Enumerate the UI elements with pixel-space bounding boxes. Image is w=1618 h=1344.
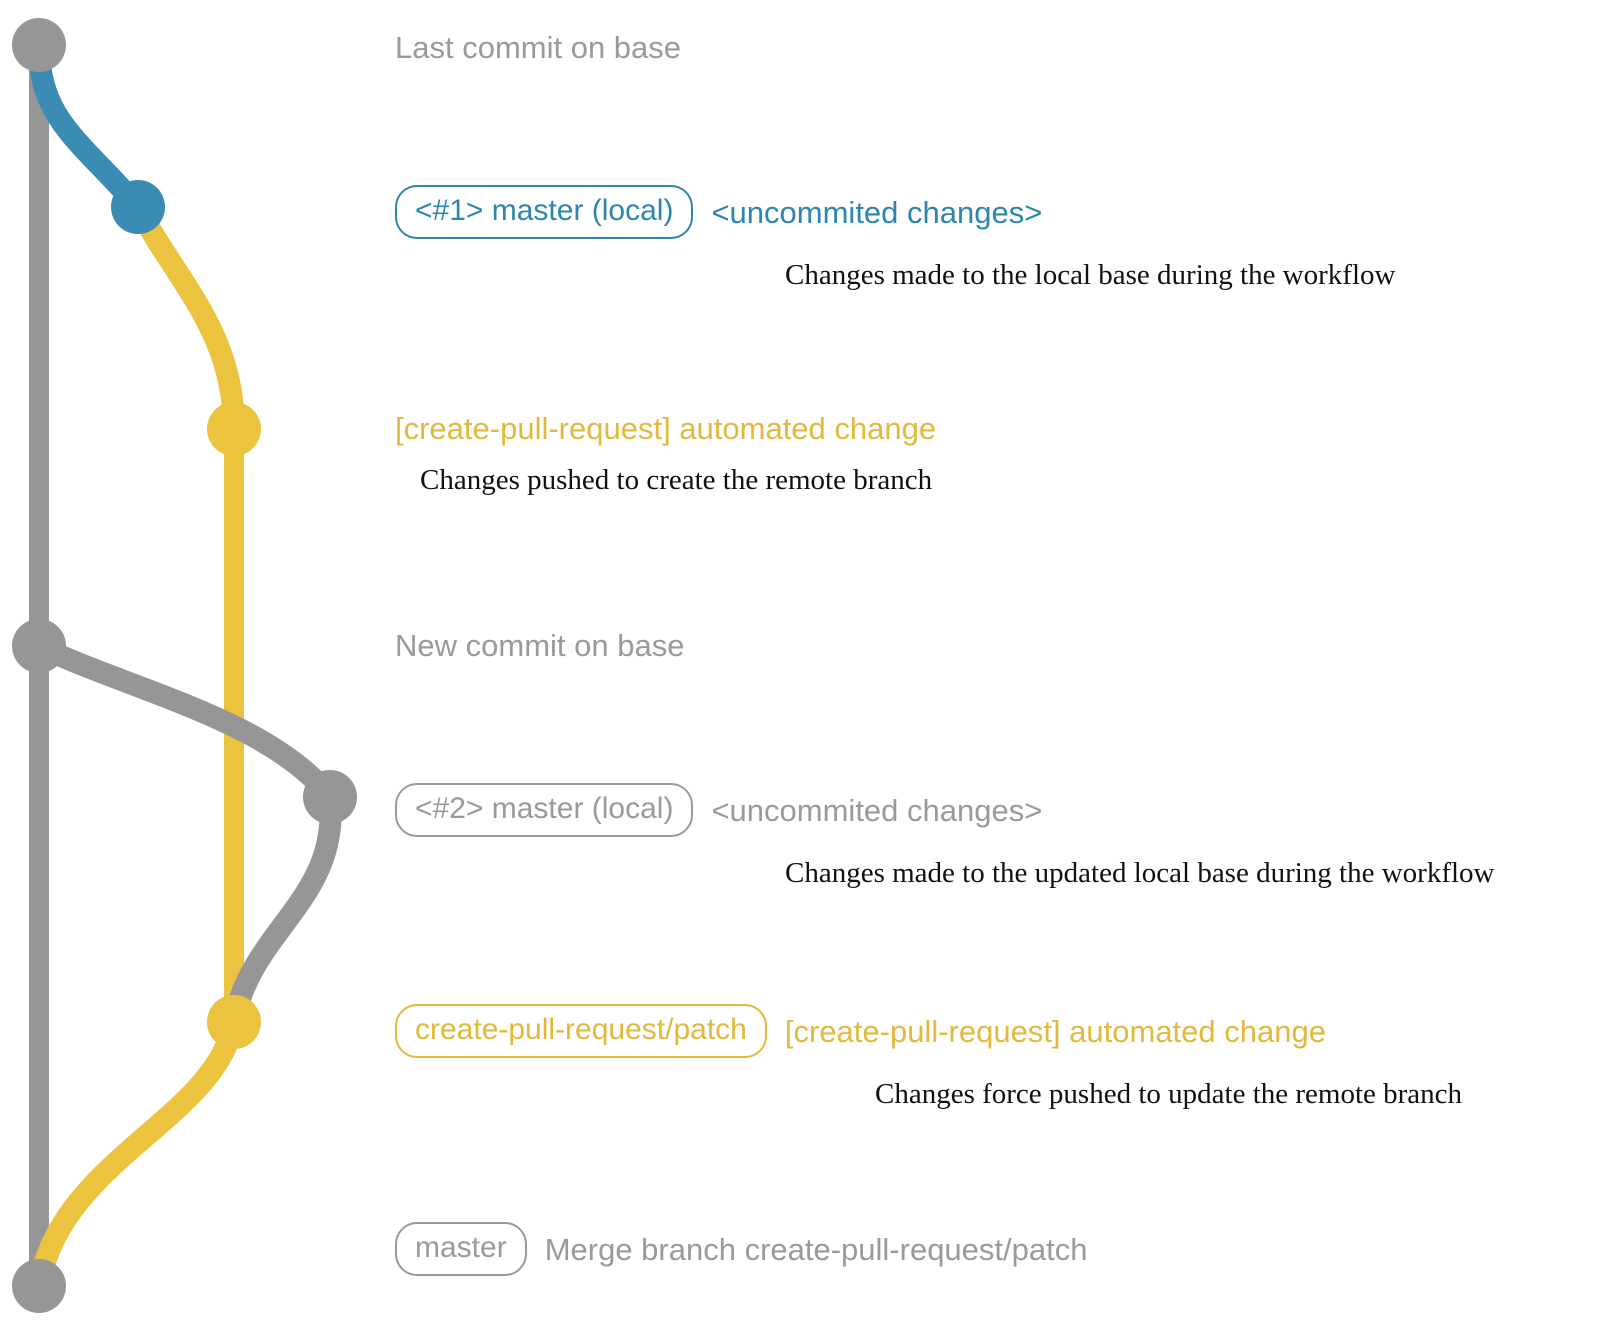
- commit-row-merge-master: master Merge branch create-pull-request/…: [395, 1222, 1087, 1276]
- commit-headline: <#1> master (local) <uncommited changes>: [395, 185, 1395, 239]
- commit-subject: <uncommited changes>: [711, 792, 1043, 828]
- commit-headline: <#2> master (local) <uncommited changes>: [395, 783, 1495, 837]
- commit-row-automated-change-1: [create-pull-request] automated change C…: [395, 413, 936, 495]
- commit-note: Changes made to the local base during th…: [785, 259, 1396, 291]
- node-automated-change-2: [207, 995, 261, 1049]
- edge-local-2-to-remote-2: [223, 786, 342, 1033]
- commit-subject: <uncommited changes>: [711, 194, 1043, 230]
- commit-note: Changes pushed to create the remote bran…: [420, 464, 933, 496]
- commit-headline: master Merge branch create-pull-request/…: [395, 1222, 1087, 1276]
- ref-badge-master[interactable]: master: [395, 1222, 527, 1276]
- commit-headline: create-pull-request/patch [create-pull-r…: [395, 1004, 1462, 1058]
- commit-subject: New commit on base: [395, 628, 685, 663]
- node-merge-master: [12, 1259, 66, 1313]
- commit-headline: [create-pull-request] automated change: [395, 413, 936, 444]
- node-last-commit-on-base: [12, 18, 66, 72]
- commit-subject: Last commit on base: [395, 30, 682, 65]
- ref-badge-master-local-1[interactable]: <#1> master (local): [395, 185, 694, 239]
- commit-row-master-local-1: <#1> master (local) <uncommited changes>…: [395, 185, 1395, 290]
- commit-subject: [create-pull-request] automated change: [784, 1013, 1326, 1049]
- commit-headline: Last commit on base: [395, 32, 681, 63]
- node-new-commit-on-base: [12, 619, 66, 673]
- node-automated-change-1: [207, 402, 261, 456]
- ref-badge-master-local-2[interactable]: <#2> master (local): [395, 783, 694, 837]
- edge-local-1-to-remote-1: [127, 196, 245, 440]
- commit-subject: [create-pull-request] automated change: [395, 411, 937, 446]
- commit-row-automated-change-2: create-pull-request/patch [create-pull-r…: [395, 1004, 1462, 1109]
- commit-subject: Merge branch create-pull-request/patch: [544, 1231, 1088, 1267]
- node-master-local-1: [111, 180, 165, 234]
- edge-remote-2-to-merge: [28, 1011, 245, 1297]
- commit-headline: New commit on base: [395, 630, 684, 661]
- commit-row-last-commit-on-base: Last commit on base: [395, 32, 681, 63]
- commit-graph: [12, 18, 357, 1313]
- commit-row-new-commit-on-base: New commit on base: [395, 630, 684, 661]
- node-master-local-2: [303, 770, 357, 824]
- commit-note: Changes made to the updated local base d…: [785, 857, 1495, 889]
- commit-note: Changes force pushed to update the remot…: [875, 1078, 1463, 1110]
- edge-base-to-local-2: [28, 635, 341, 808]
- ref-badge-create-pull-request-patch[interactable]: create-pull-request/patch: [395, 1004, 767, 1058]
- commit-row-master-local-2: <#2> master (local) <uncommited changes>…: [395, 783, 1495, 888]
